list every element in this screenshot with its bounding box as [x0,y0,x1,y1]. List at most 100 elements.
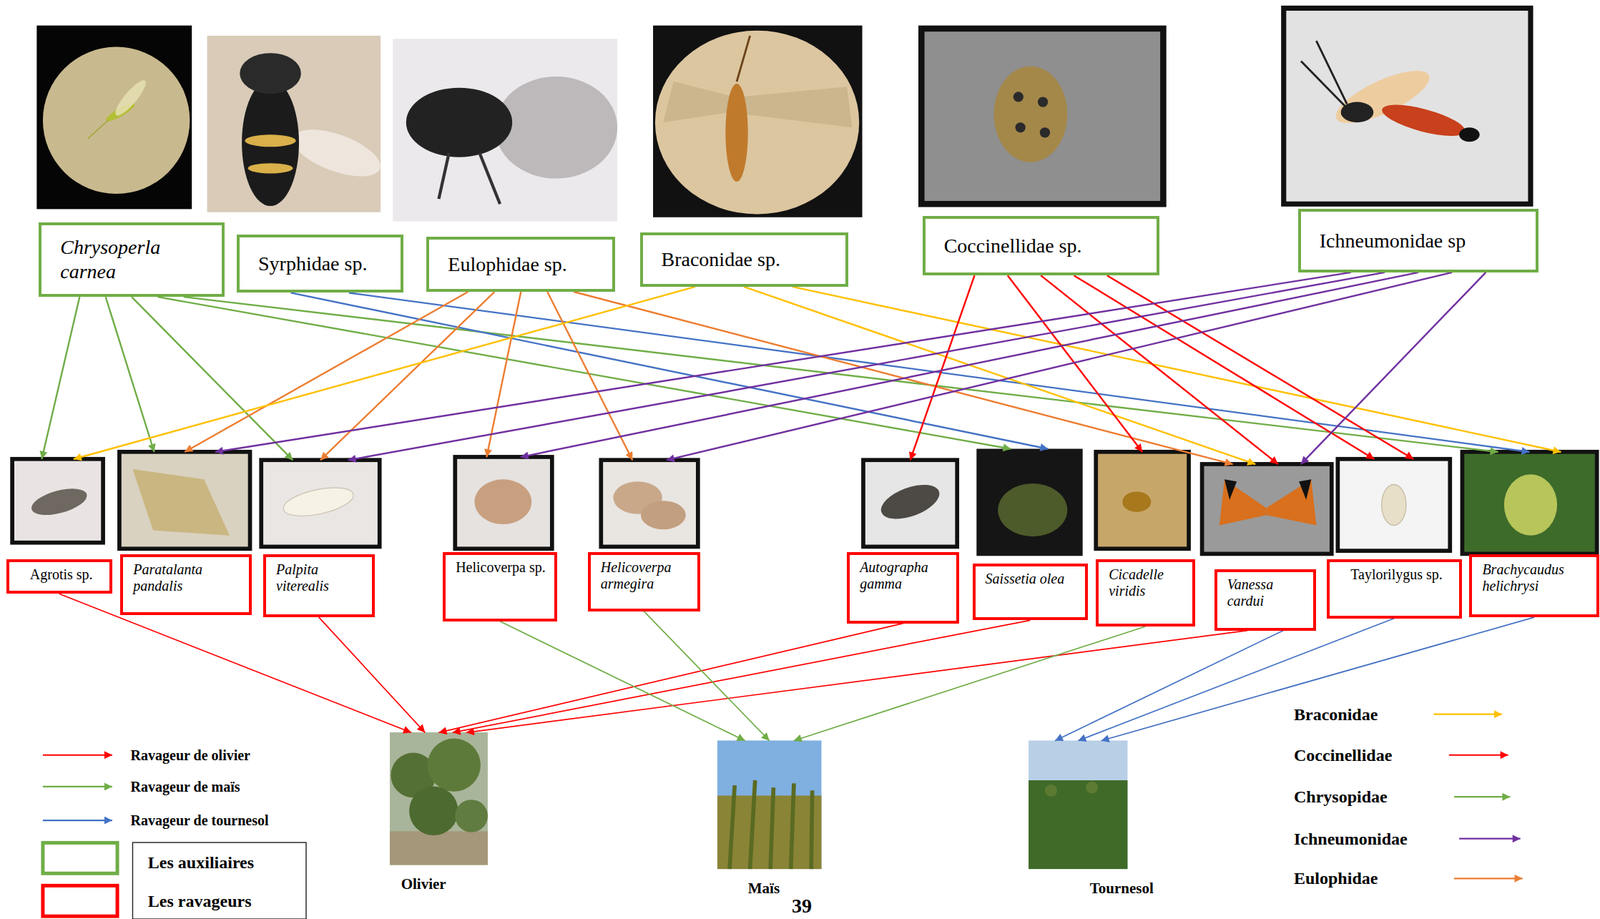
legend-samples [42,714,1523,917]
legend-text: Ravageur de maïs [130,778,241,794]
illustration-part [1028,780,1128,870]
illustration-part [876,477,945,526]
illustration-part [1459,127,1480,142]
legend-arrow-sample [42,819,113,822]
illustration-part [739,86,852,128]
pest-box: Helicoverpa sp. [442,457,558,622]
pest-name: Paratalanta pandalis [133,561,244,595]
legend-entry: Ichneumonidae [1293,828,1408,849]
auxiliary-box: Chrysoperla carnea [38,222,225,297]
auxiliary-name: Syrphidae sp. [258,251,367,277]
illustration-part [1015,122,1026,133]
ichneumonid-photo [1283,7,1531,204]
connector-arrow [466,630,1248,734]
illustration-part [479,153,501,204]
illustration-part [717,740,822,870]
pest-label-frame: Cicadelle viridis [1095,559,1195,627]
illustration-part [729,780,813,870]
auxiliary-name: Braconidae sp. [661,247,781,272]
legend-entry: Braconidae [1293,704,1378,724]
illustration-part [1085,781,1098,794]
illustration-part [1044,784,1058,797]
eulophid-photo [392,38,618,222]
pest-label-frame: Brachycaudus helichrysi [1469,554,1599,618]
crop-name: Tournesol [1090,879,1189,898]
auxiliary-name: Eulophidae sp. [447,252,567,277]
pest-box: Saissetia olea [972,449,1088,621]
braconid-photo [653,25,862,218]
illustration-part [1028,740,1128,870]
connector-arrow [215,272,1352,453]
connector-arrow [1301,272,1487,465]
illustration-part [994,66,1068,163]
connector-arrow [452,620,1031,733]
illustration-part [494,76,618,179]
legend-text: Chrysopidae [1293,787,1388,807]
pest-photos [12,449,1598,557]
legend-text: Eulophidae [1293,869,1378,888]
pest-name: Vanessa cardui [1227,576,1309,610]
illustration-part [474,479,532,525]
pest-name: Helicoverpa armegira [600,559,692,593]
pest-box: Paratalanta pandalis [119,452,252,616]
illustration-part [454,457,553,549]
illustration-part [1283,7,1531,204]
illustration-part [736,35,751,82]
auxiliary-box: Coccinellidae sp. [922,216,1160,276]
legend-entry: Ravageur de olivier [130,746,251,764]
illustration-part [1341,102,1374,124]
pest-name: Palpita viterealis [276,561,367,595]
crop-photo-box: Olivier [389,732,488,865]
connector-arrow [643,611,769,741]
crop-photo-box: Maïs [717,740,822,870]
legend-text: Braconidae [1293,704,1378,724]
pest-label-frame: Taylorilygus sp. [1326,559,1463,619]
illustration-part [239,52,302,94]
illustration-part [976,449,1083,557]
connector-arrow [1077,618,1395,741]
pest-box: Palpita viterealis [261,459,380,618]
illustration-part [1316,40,1347,104]
hoverfly-photo [207,35,387,213]
pest-label-frame: Palpita viterealis [263,554,375,618]
connector-arrow [793,626,1146,741]
illustration-part [1301,61,1345,107]
illustration-part [287,120,387,186]
illustration-part [261,459,380,547]
legend-box-sample [42,885,118,917]
illustration-part [409,786,458,836]
legend-arrow-sample [1454,796,1510,798]
illustration-part [1461,452,1597,555]
connector-arrow [666,272,1452,461]
pest-box: Helicoverpa armegira [587,459,701,611]
auxiliary-name: Chrysoperla carnea [60,235,188,284]
legend-text: Ravageur de olivier [130,746,251,763]
legend-arrow-sample [1449,754,1509,757]
illustration-part [997,483,1068,537]
connector-arrow [105,296,155,453]
crop-name: Olivier [401,875,500,894]
legend-entry: Coccinellidae [1293,745,1392,765]
illustration-part [1224,479,1237,500]
illustration-part [1378,98,1468,143]
illustration-part [1219,479,1267,525]
pest-name: Saissetia olea [985,570,1080,588]
illustration-part [36,25,192,210]
connector-arrow [499,621,746,741]
illustration-part [244,134,296,147]
pest-label-frame: Helicoverpa sp. [442,552,558,622]
illustration-part [1202,464,1332,555]
illustration-part [132,469,230,536]
legend-text: Ravageur de tournesol [130,812,269,829]
connector-arrow [910,275,975,460]
pest-label-frame: Saissetia olea [972,563,1088,621]
auxiliary-name: Coccinellidae sp. [944,233,1083,259]
illustration-part [389,831,488,865]
illustration-part [655,30,860,215]
connector-arrow [184,291,468,453]
legend-arrow-sample [42,786,113,788]
connector-arrow [1101,617,1535,741]
pest-name: Helicoverpa sp. [455,559,549,576]
legend-box-sample [42,842,118,874]
pest-label-frame: Vanessa cardui [1214,569,1317,631]
